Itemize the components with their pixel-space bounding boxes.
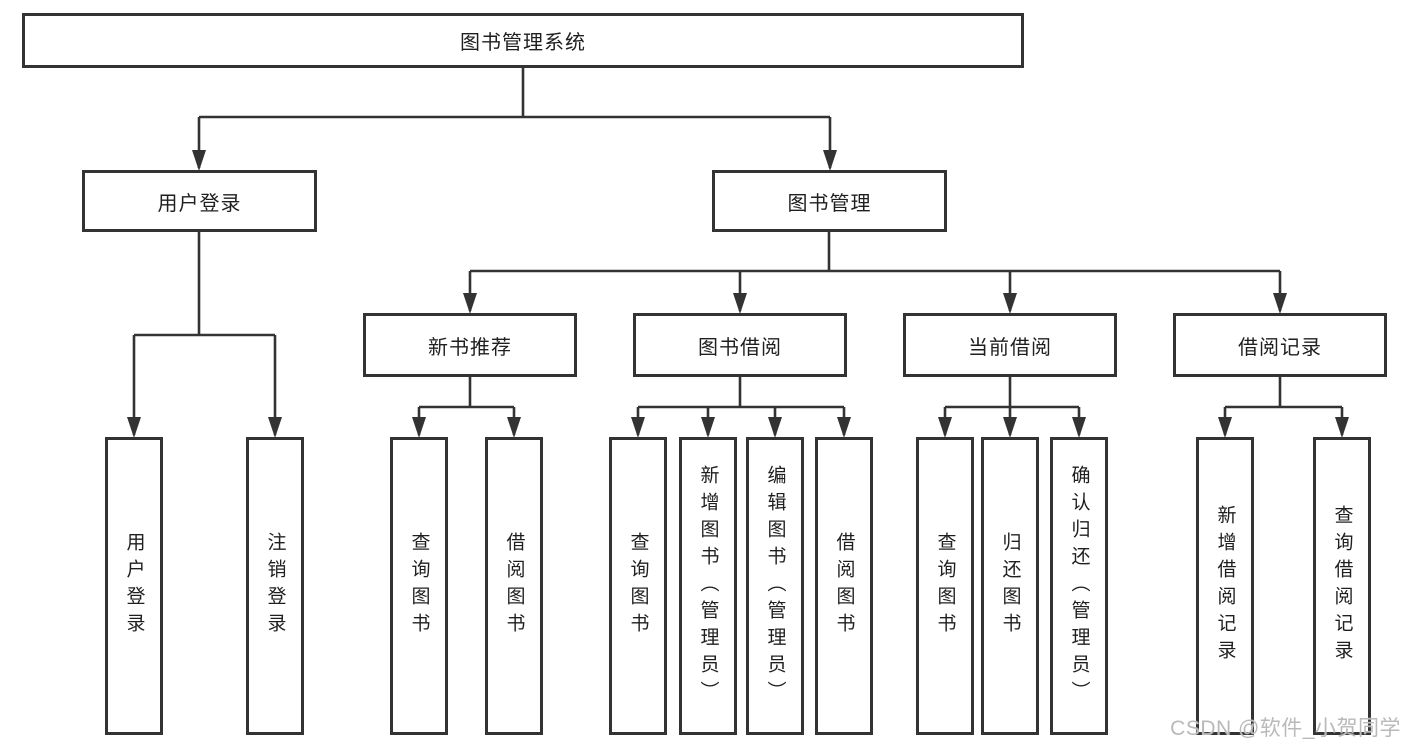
leaf-bb-query-books-label: 查询图书 [627,532,649,640]
node-current-borrow-label: 当前借阅 [968,336,1052,359]
leaf-cb-confirm-return-admin: 确认归还（管理员） [1050,437,1108,735]
node-book-management-label: 图书管理 [787,192,872,215]
leaf-cb-query-books-label: 查询图书 [934,532,956,640]
leaf-logout-login-label: 注销登录 [264,532,286,640]
node-book-borrow-label: 图书借阅 [698,336,782,359]
leaf-bb-edit-book-admin-label: 编辑图书（管理员） [764,464,786,708]
node-book-management: 图书管理 [712,170,947,232]
leaf-nbr-query-books: 查询图书 [390,437,448,735]
node-library-system-label: 图书管理系统 [460,32,586,54]
leaf-bb-edit-book-admin: 编辑图书（管理员） [746,437,804,735]
leaf-nbr-borrow-books-label: 借阅图书 [503,532,525,640]
node-user-login: 用户登录 [82,170,317,232]
leaf-nbr-borrow-books: 借阅图书 [485,437,543,735]
leaf-br-add-record-label: 新增借阅记录 [1214,505,1236,667]
node-user-login-label: 用户登录 [157,192,242,215]
leaf-nbr-query-books-label: 查询图书 [408,532,430,640]
leaf-user-login-label: 用户登录 [123,532,145,640]
leaf-bb-query-books: 查询图书 [609,437,667,735]
node-new-book-recommend-label: 新书推荐 [428,336,512,359]
node-library-system: 图书管理系统 [22,13,1024,68]
leaf-cb-query-books: 查询图书 [916,437,974,735]
leaf-bb-borrow-books: 借阅图书 [815,437,873,735]
leaf-bb-add-book-admin: 新增图书（管理员） [679,437,737,735]
leaf-bb-borrow-books-label: 借阅图书 [833,532,855,640]
leaf-logout-login: 注销登录 [246,437,304,735]
leaf-br-add-record: 新增借阅记录 [1196,437,1254,735]
leaf-cb-return-books-label: 归还图书 [999,532,1021,640]
node-book-borrow: 图书借阅 [633,313,847,377]
node-new-book-recommend: 新书推荐 [363,313,577,377]
node-borrow-records-label: 借阅记录 [1238,336,1322,359]
leaf-cb-confirm-return-admin-label: 确认归还（管理员） [1068,464,1090,708]
leaf-cb-return-books: 归还图书 [981,437,1039,735]
leaf-br-query-record-label: 查询借阅记录 [1331,505,1353,667]
node-current-borrow: 当前借阅 [903,313,1117,377]
leaf-br-query-record: 查询借阅记录 [1313,437,1371,735]
leaf-bb-add-book-admin-label: 新增图书（管理员） [697,464,719,708]
csdn-watermark: CSDN @软件_小贺同学 [1170,717,1401,740]
leaf-user-login: 用户登录 [105,437,163,735]
node-borrow-records: 借阅记录 [1173,313,1387,377]
arrowhead-icons [127,150,1349,438]
